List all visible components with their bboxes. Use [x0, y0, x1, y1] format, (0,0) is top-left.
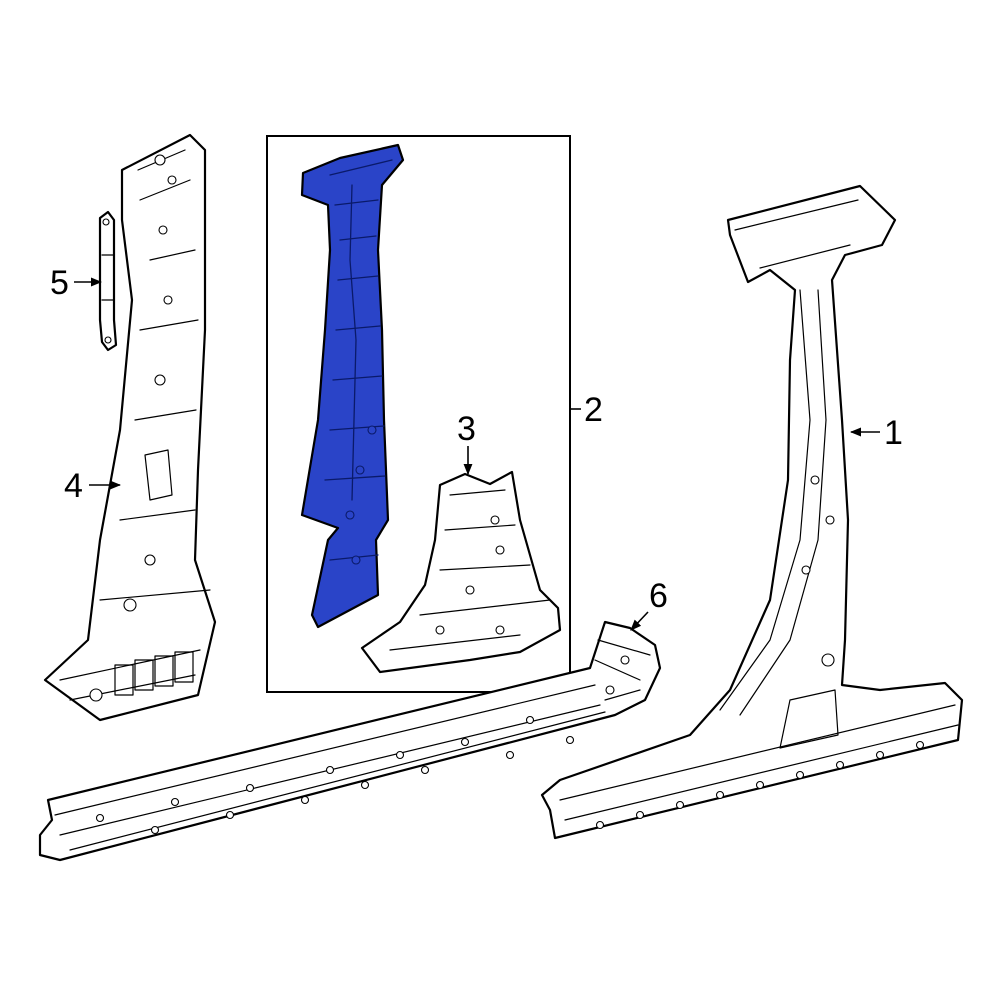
callout-6-label: 6	[649, 577, 668, 615]
callout-3-label: 3	[457, 410, 476, 448]
callout-4: 4	[64, 467, 122, 505]
part-3-lower-bracket[interactable]	[360, 470, 562, 674]
callout-6: 6	[630, 577, 668, 631]
part-1-outer-pillar[interactable]	[540, 184, 964, 840]
part-4-inner-pillar[interactable]	[43, 133, 217, 722]
part-5-strap[interactable]	[98, 210, 118, 352]
callout-5: 5	[50, 264, 103, 302]
part-2-reinforcement-highlighted[interactable]	[300, 143, 405, 629]
callout-2: 2	[570, 391, 603, 429]
callout-4-label: 4	[64, 467, 83, 505]
callout-2-label: 2	[584, 391, 603, 429]
callout-1-label: 1	[884, 414, 903, 452]
callout-1: 1	[849, 414, 903, 452]
callout-3: 3	[457, 410, 476, 476]
callout-5-label: 5	[50, 264, 69, 302]
part-6-rocker-sill[interactable]	[38, 620, 662, 862]
